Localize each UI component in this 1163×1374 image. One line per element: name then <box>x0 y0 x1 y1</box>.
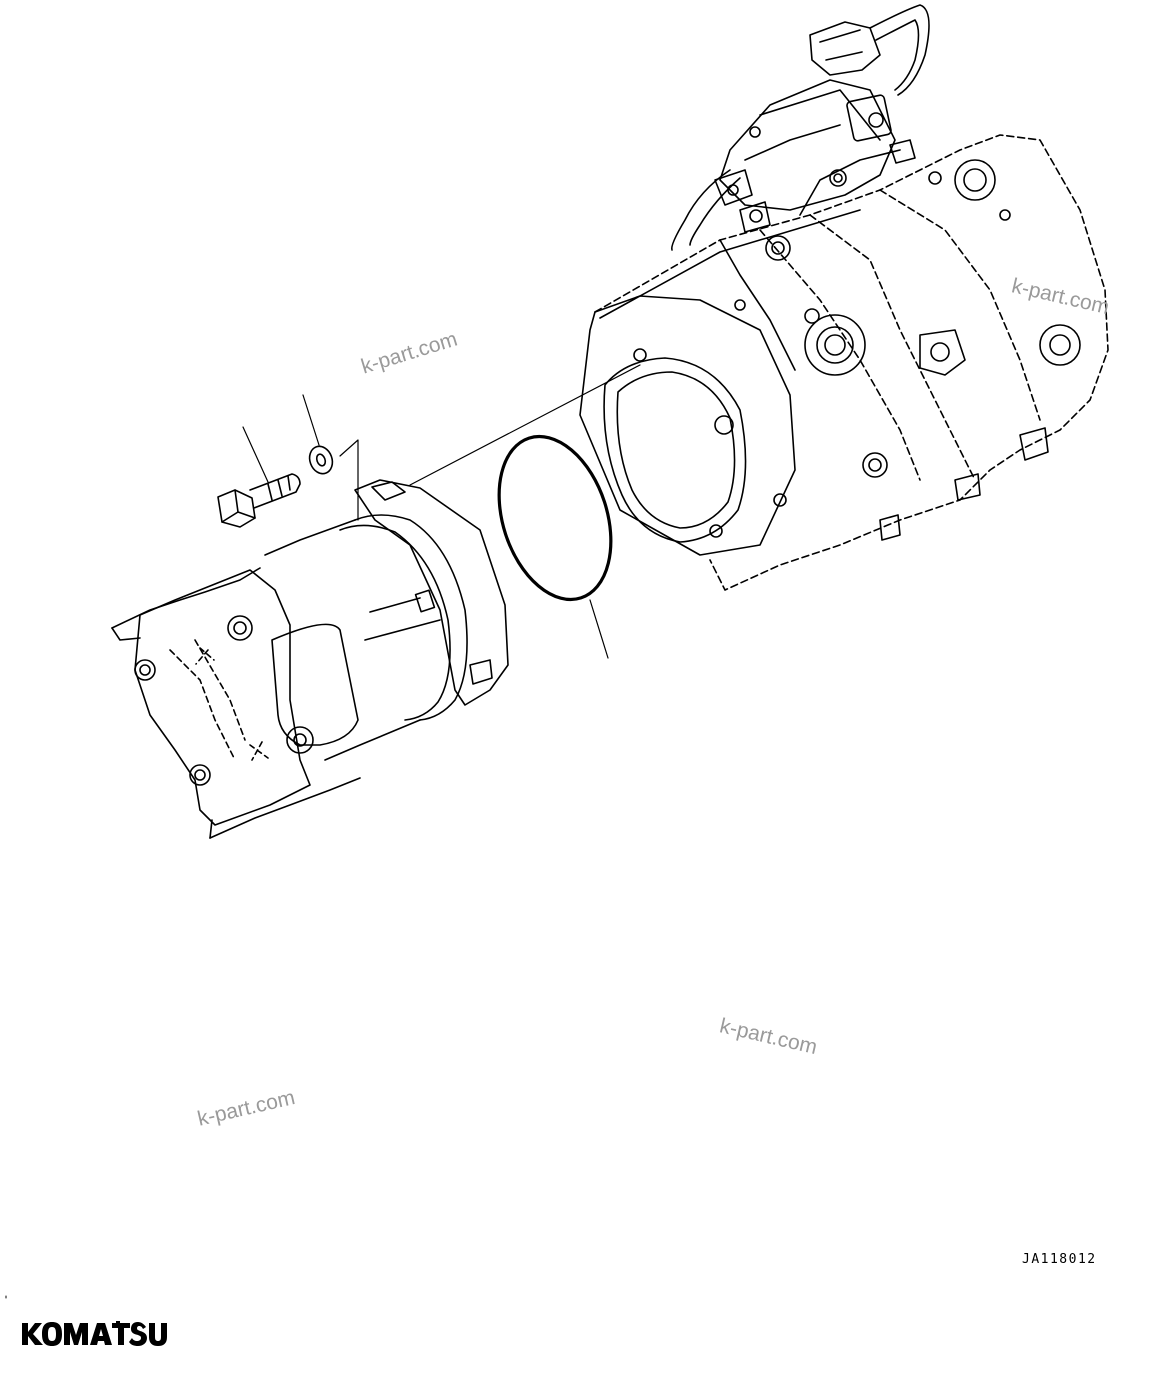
bolt-icon <box>217 473 301 528</box>
komatsu-logo <box>22 1321 167 1346</box>
leader-lines <box>242 364 641 659</box>
washer-icon <box>308 445 334 475</box>
figure-code: JA118012 <box>1022 1252 1097 1267</box>
piston-pump-housing-icon <box>579 4 1109 591</box>
o-ring-icon <box>497 434 613 602</box>
gear-pump-icon <box>111 479 509 839</box>
